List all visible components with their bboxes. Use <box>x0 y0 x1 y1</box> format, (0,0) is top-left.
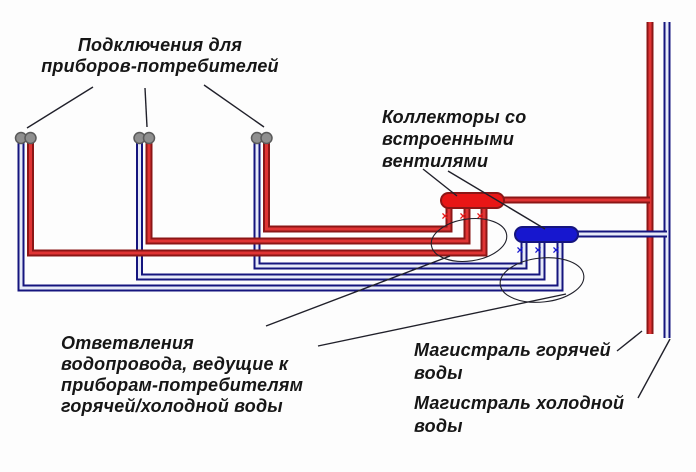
leader-hot-collector <box>422 168 458 197</box>
hot-branch-3-core <box>265 139 451 231</box>
leader-lines <box>26 84 671 399</box>
hot-branch-2-core <box>147 139 469 243</box>
cold-branch-2-core <box>138 139 544 279</box>
hot-collector-valves: × × × <box>441 209 483 223</box>
cold-valve-icon: × <box>516 243 523 257</box>
consumer-connection-fittings <box>14 131 273 145</box>
consumer-connections-label: Подключения для приборов-потребителей <box>41 35 279 76</box>
cold-main-label: Магистраль холодной воды <box>414 393 625 436</box>
leader-cold-main <box>637 338 671 399</box>
leader-branches-hot <box>265 255 451 327</box>
hot-valve-icon: × <box>476 209 483 223</box>
collectors-label: Коллекторы со встроенными вентилями <box>382 107 527 171</box>
leader-branches-cold <box>317 293 567 347</box>
cold-collector-manifold <box>514 226 579 243</box>
leader-hot-main <box>616 330 643 352</box>
cold-valve-icon: × <box>552 243 559 257</box>
hot-branch-pipes <box>27 139 488 257</box>
cold-branch-1-core <box>19 139 562 290</box>
hot-valve-icon: × <box>459 209 466 223</box>
cold-valve-icon: × <box>534 243 541 257</box>
hot-valve-icon: × <box>441 209 448 223</box>
connector-icon <box>260 131 273 145</box>
branches-label: Ответвления водопровода, ведущие к прибо… <box>61 333 304 416</box>
leader-cold-collector <box>447 170 546 230</box>
cold-collector-valves: × × × <box>516 243 559 257</box>
hot-main-label: Магистраль горячей воды <box>414 340 611 383</box>
connector-icon <box>142 131 156 145</box>
connector-icon <box>24 131 37 145</box>
cold-branch-pipes <box>17 139 564 292</box>
leader-consumer-2 <box>144 87 148 128</box>
leader-consumer-1 <box>26 86 94 129</box>
cold-branches-balloon <box>499 257 585 303</box>
hot-branches-balloon <box>430 217 508 263</box>
cold-branch-3-core <box>255 139 526 268</box>
hot-collector-manifold <box>440 192 505 209</box>
leader-consumer-3 <box>203 84 265 128</box>
hot-branch-1-core <box>29 139 486 255</box>
